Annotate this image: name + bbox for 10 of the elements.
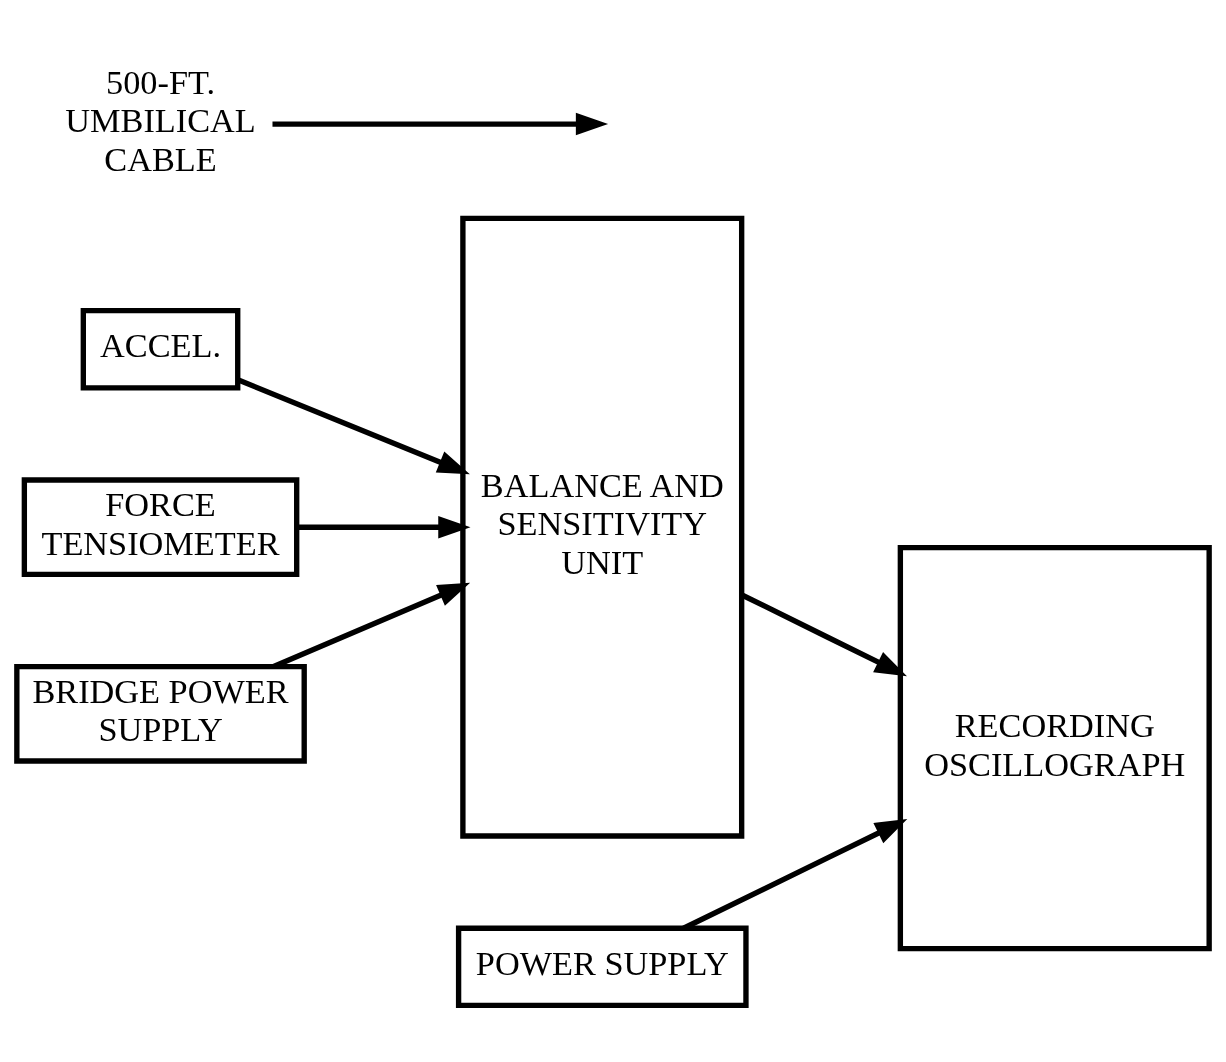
node-text: 500-FT. UMBILICAL CABLE (65, 62, 256, 178)
node-box: POWER SUPPLY (455, 925, 749, 1008)
node-box: BRIDGE POWER SUPPLY (14, 663, 307, 764)
node-box: FORCE TENSIOMETER (21, 476, 300, 577)
arrow (272, 582, 471, 669)
arrow (272, 112, 609, 135)
arrow (296, 515, 471, 538)
node-box: BALANCE AND SENSITIVITY UNIT (460, 215, 745, 839)
node-box: RECORDING OSCILLOGRAPH (897, 544, 1212, 951)
node-box: ACCEL. (80, 307, 241, 390)
